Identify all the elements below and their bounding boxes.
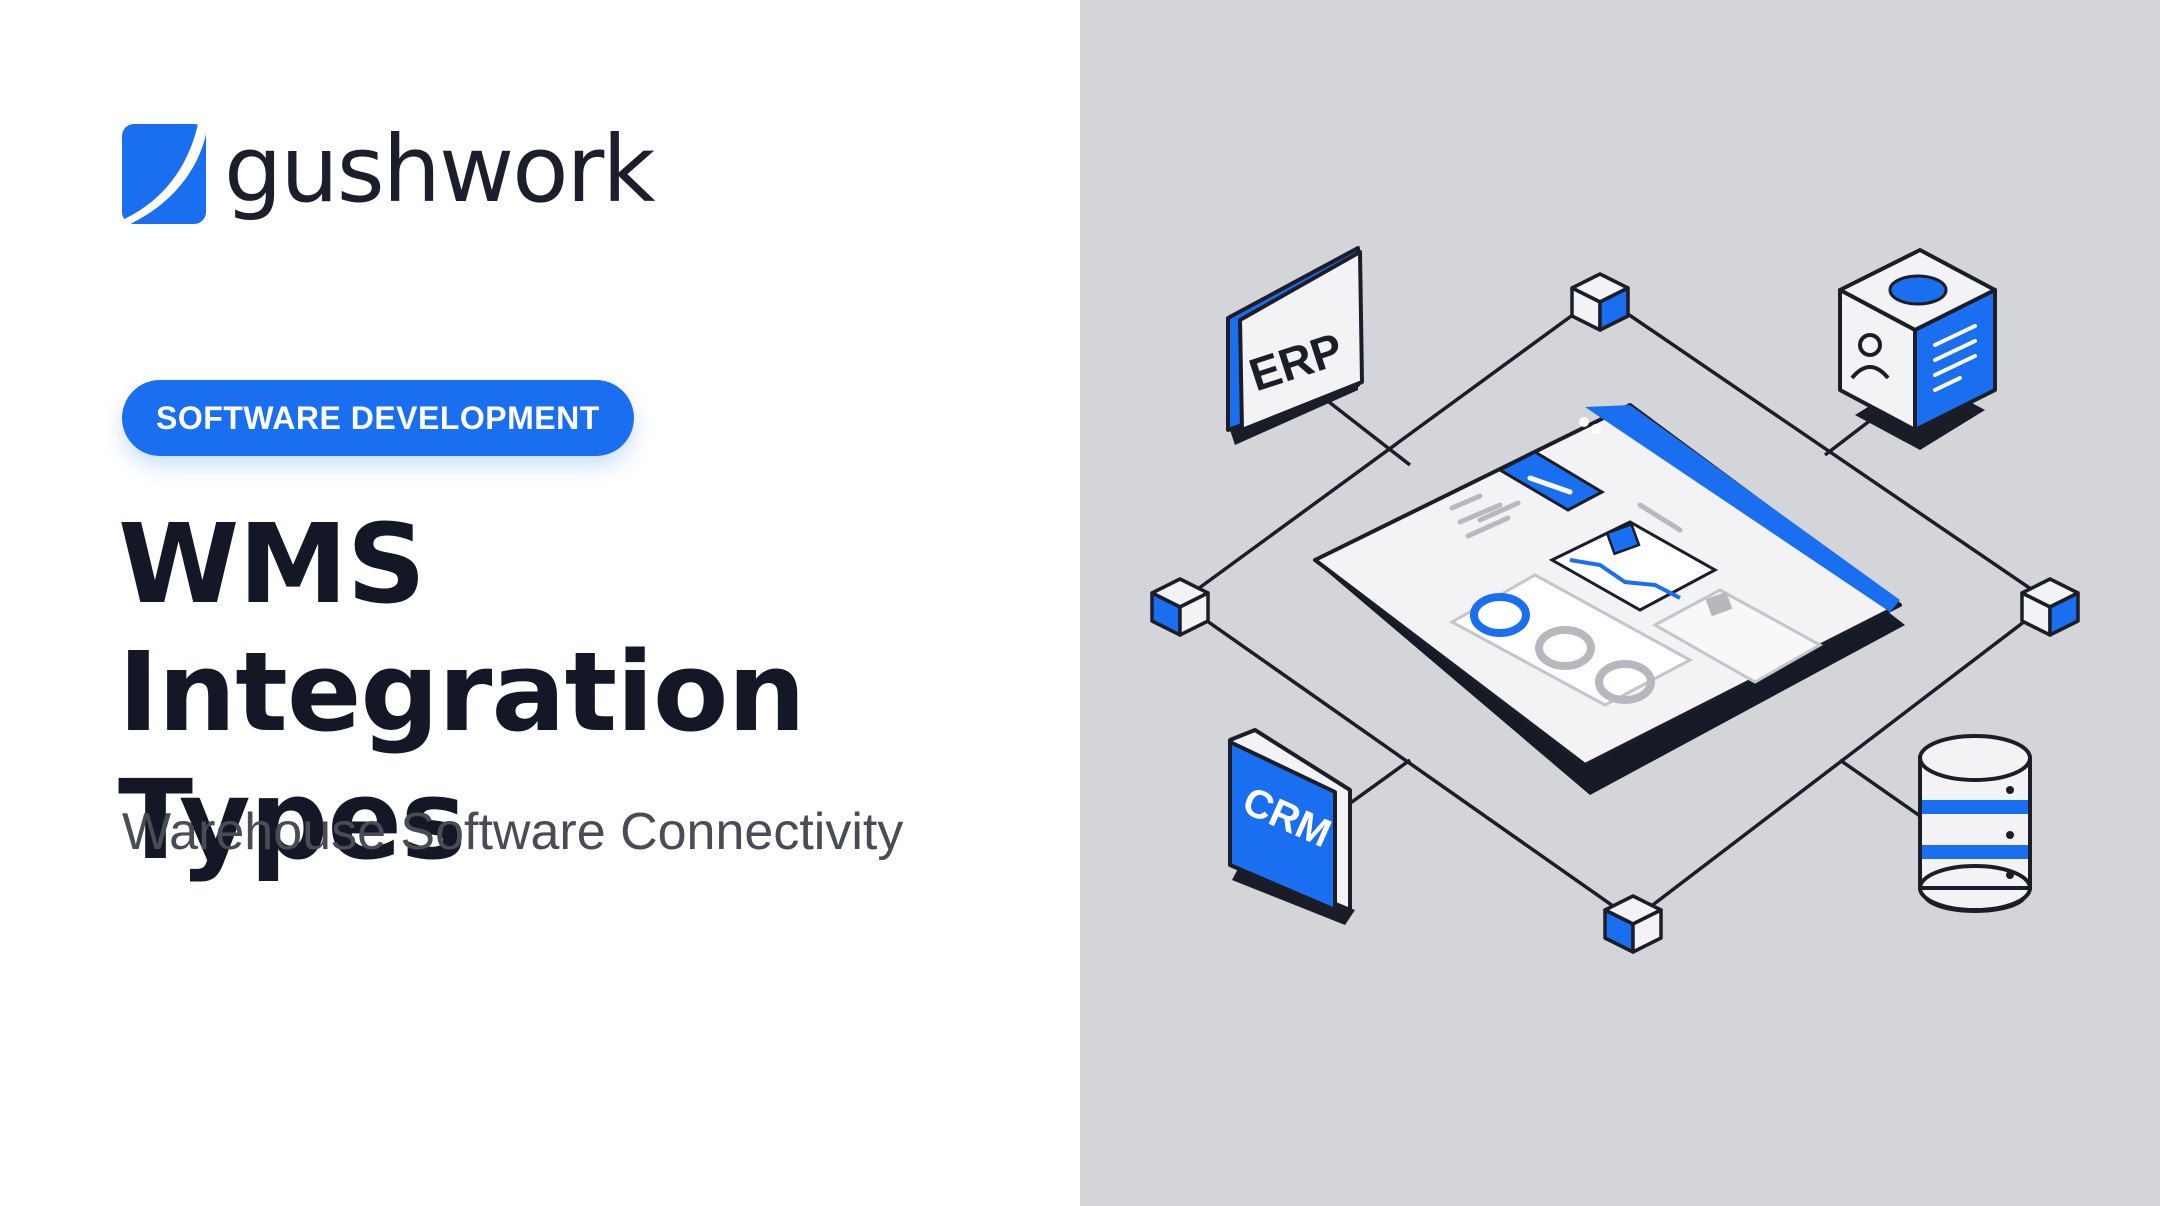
brand-name: gushwork <box>224 116 656 223</box>
connector-node-top <box>1570 272 1630 332</box>
database-icon <box>1918 734 2032 913</box>
connector-node-right <box>2020 577 2080 637</box>
brand-logo[interactable]: gushwork <box>122 116 656 224</box>
erp-box-icon: ERP <box>1226 246 1364 445</box>
connector-node-left <box>1150 577 1210 637</box>
page-title: WMS Integration Types <box>118 500 806 884</box>
crm-box-icon: CRM <box>1228 728 1355 925</box>
category-badge[interactable]: SOFTWARE DEVELOPMENT <box>122 380 634 456</box>
integration-illustration: ERP CRM <box>1150 246 2080 954</box>
page-subtitle: Warehouse Software Connectivity <box>122 803 904 861</box>
connector-node-bottom <box>1603 894 1663 954</box>
users-document-cube-icon <box>1838 248 1997 450</box>
left-panel: gushwork SOFTWARE DEVELOPMENT WMS Integr… <box>118 116 904 884</box>
gushwork-logo-icon <box>122 124 206 224</box>
dashboard-window-icon <box>1313 403 1902 767</box>
connection-lines <box>1178 293 2052 922</box>
